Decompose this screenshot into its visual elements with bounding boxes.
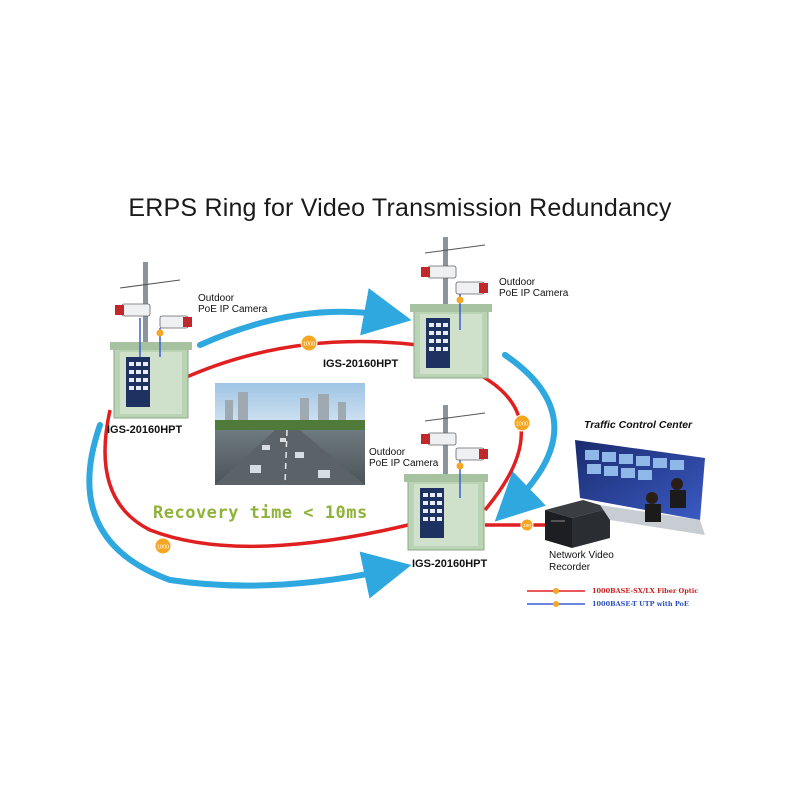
nvr-device <box>545 500 610 548</box>
switch-label-bottom: IGS-20160HPT <box>412 558 488 570</box>
camera-icon <box>115 303 151 317</box>
operator-icon <box>646 492 658 504</box>
badge-text: 100 <box>523 523 531 528</box>
arrow-left-bottom <box>86 422 412 599</box>
arrow-top <box>197 288 412 348</box>
camera-icon <box>421 265 457 279</box>
camera-label-left: Outdoor PoE IP Camera <box>198 293 268 315</box>
camera-label-bottom: Outdoor PoE IP Camera <box>369 447 439 469</box>
switch-device-top <box>426 318 450 368</box>
badge-text: 1000 <box>157 545 169 551</box>
badge-text: 1000 <box>303 342 315 348</box>
operator-icon <box>671 478 683 490</box>
control-center-label: Traffic Control Center <box>584 419 693 431</box>
badge-1: 1000 <box>300 334 318 352</box>
badge-2: 1000 <box>513 414 531 432</box>
camera-icon <box>159 315 192 329</box>
recovery-time-text: Recovery time < 10ms <box>153 503 368 523</box>
nvr-label: Network Video Recorder <box>549 550 614 573</box>
arrow-right <box>494 352 558 522</box>
camera-label-top: Outdoor PoE IP Camera <box>499 277 569 299</box>
highway-photo <box>215 383 365 486</box>
cabinet-top <box>410 237 492 379</box>
switch-device-bottom <box>420 488 444 538</box>
control-center-scene <box>575 440 705 535</box>
legend-fiber-label: 1000BASE-SX/LX Fiber Optic <box>592 587 699 595</box>
camera-icon <box>455 447 488 461</box>
fiber-link-bottom <box>103 409 409 549</box>
legend <box>527 588 585 607</box>
camera-icon <box>455 281 488 295</box>
camera-icon <box>421 432 457 446</box>
ring-arrows <box>86 288 558 599</box>
legend-utp-label: 1000BASE-T UTP with PoE <box>592 600 689 608</box>
badge-text: 1000 <box>516 422 528 428</box>
cabinet-bottom <box>404 405 488 551</box>
cabinet-left <box>110 262 192 419</box>
fiber-link-right <box>479 373 523 512</box>
switch-device-left <box>126 357 150 407</box>
badge-4: 100 <box>520 518 534 532</box>
page-title: ERPS Ring for Video Transmission Redunda… <box>128 194 672 222</box>
fiber-link-top <box>179 339 419 382</box>
switch-label-left: IGS-20160HPT <box>107 424 183 436</box>
switch-label-top: IGS-20160HPT <box>323 358 399 370</box>
badge-3: 1000 <box>154 537 172 555</box>
